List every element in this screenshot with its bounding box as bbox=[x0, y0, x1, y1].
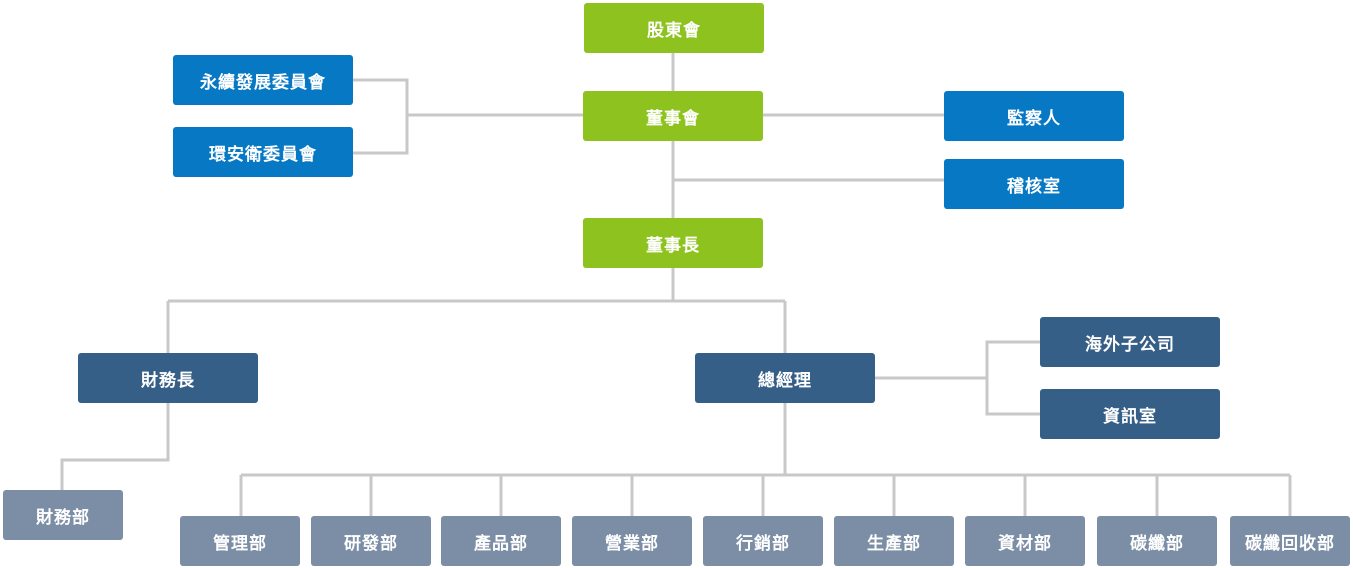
node-overseas-subsidiaries: 海外子公司 bbox=[1040, 317, 1220, 367]
node-department: 管理部 bbox=[180, 516, 300, 566]
node-it-office: 資訊室 bbox=[1040, 389, 1220, 439]
node-finance-dept: 財務部 bbox=[3, 490, 123, 540]
node-sustainability-committee: 永續發展委員會 bbox=[173, 55, 353, 105]
node-general-manager: 總經理 bbox=[695, 353, 875, 403]
node-ehs-committee: 環安衛委員會 bbox=[173, 127, 353, 177]
line-committees bbox=[352, 78, 409, 155]
node-supervisor: 監察人 bbox=[944, 91, 1124, 141]
node-shareholders: 股東會 bbox=[584, 3, 764, 53]
node-department: 生產部 bbox=[834, 516, 954, 566]
node-department: 資材部 bbox=[965, 516, 1085, 566]
node-department: 研發部 bbox=[311, 516, 431, 566]
node-department: 碳纖部 bbox=[1097, 516, 1217, 566]
node-board-of-directors: 董事會 bbox=[583, 91, 763, 141]
node-audit-office: 稽核室 bbox=[944, 159, 1124, 209]
node-department: 產品部 bbox=[441, 516, 561, 566]
node-department: 營業部 bbox=[572, 516, 692, 566]
node-department: 碳纖回收部 bbox=[1230, 516, 1350, 566]
line-gm-subsidiaries bbox=[985, 340, 1040, 416]
node-chairman: 董事長 bbox=[583, 218, 763, 268]
node-department: 行銷部 bbox=[703, 516, 823, 566]
line-cfo-finance bbox=[60, 402, 170, 490]
node-cfo: 財務長 bbox=[78, 353, 258, 403]
